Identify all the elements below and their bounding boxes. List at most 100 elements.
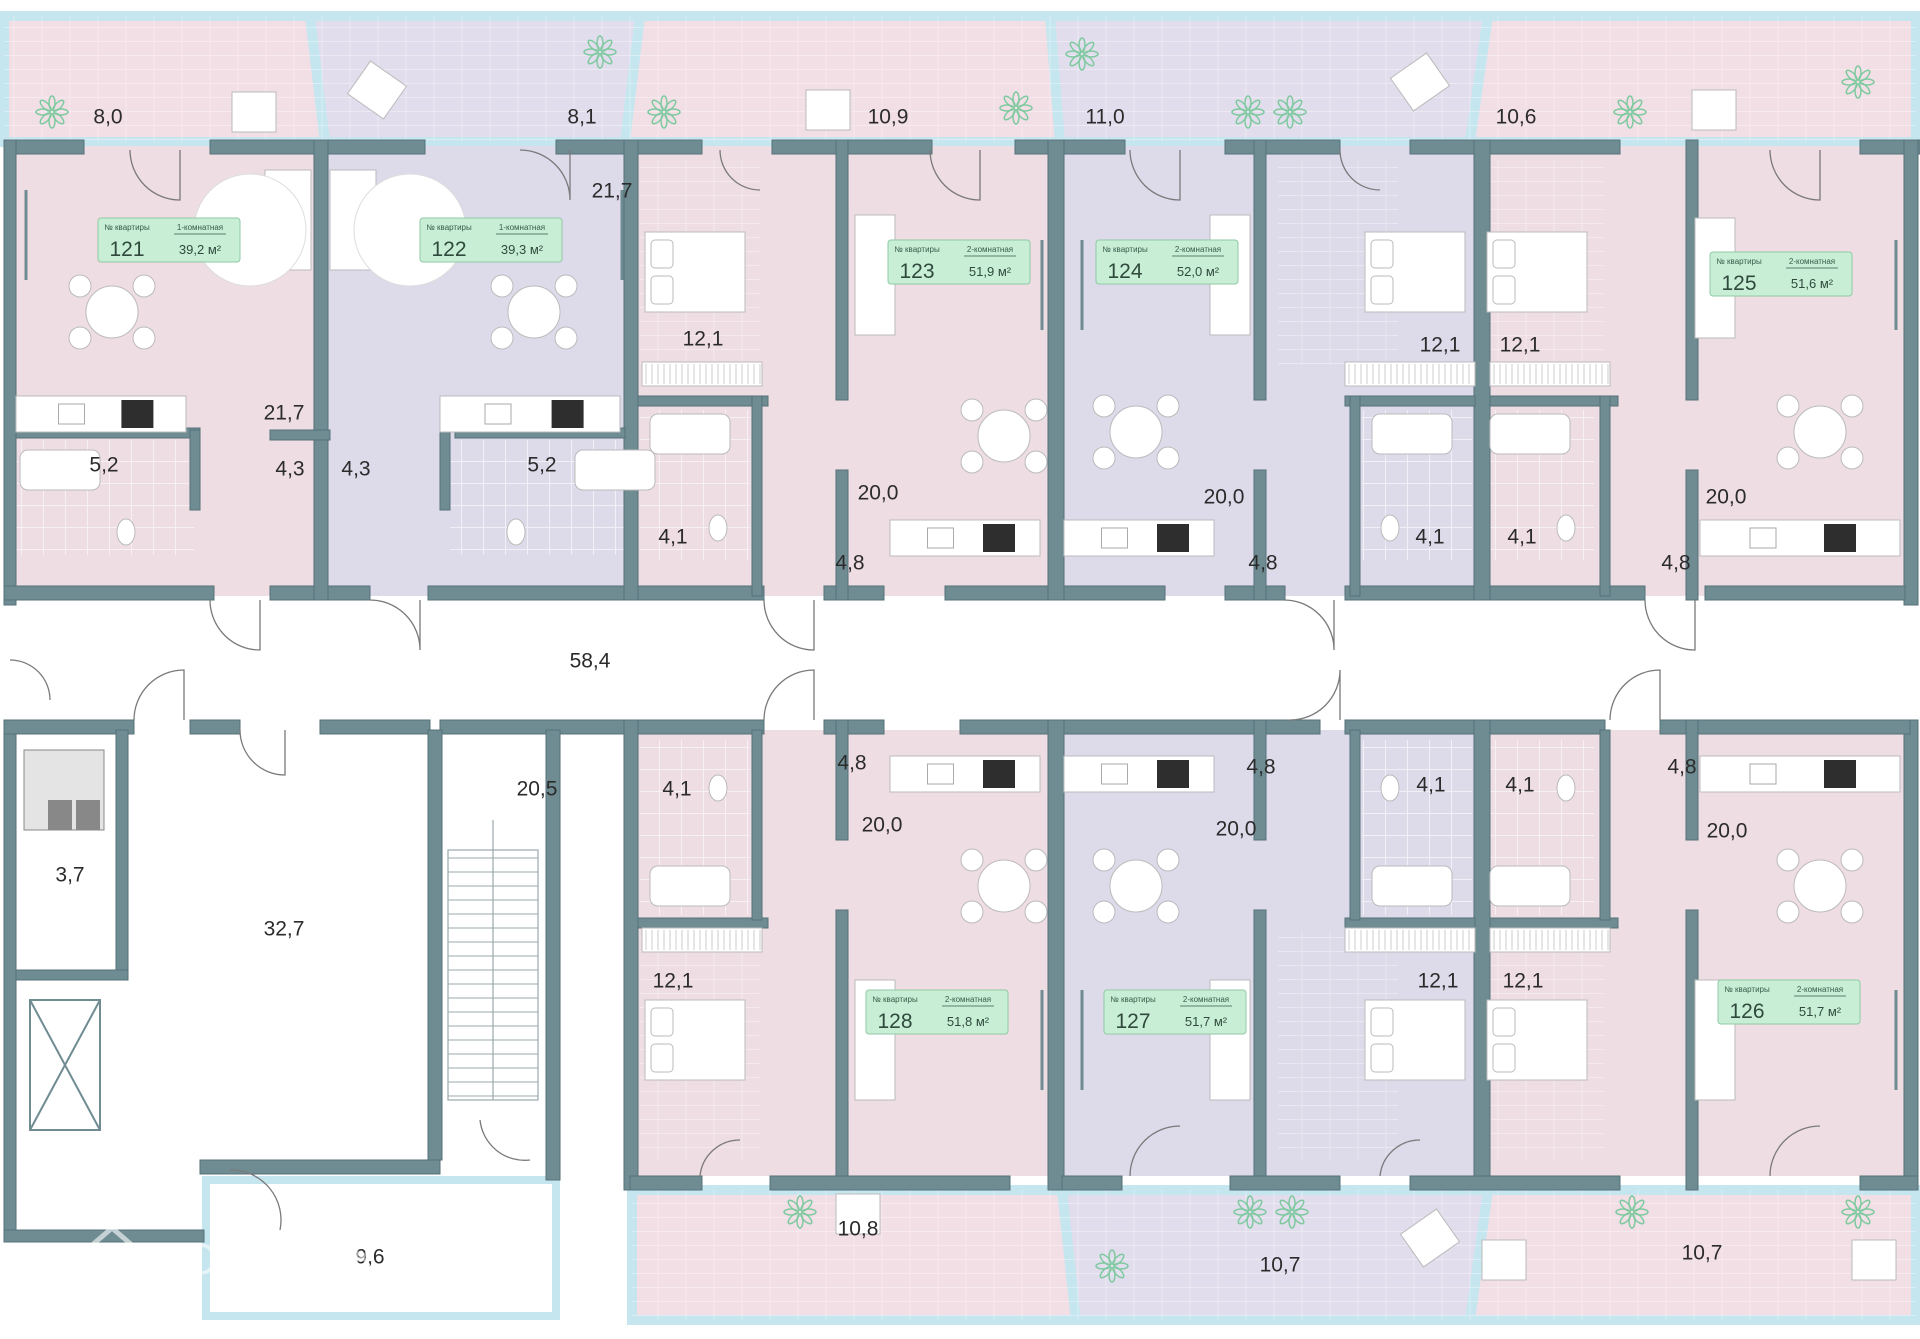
leaf [1617,112,1630,125]
toilet-icon [708,774,728,802]
lounge-chair-icon [1851,1239,1897,1281]
watermark-text: ДОМКЛИК [152,1235,378,1284]
leaf [1078,37,1086,53]
area-122-living: 21,7 [264,402,305,425]
lounge-chair-icon [1389,52,1451,112]
leaf [647,108,663,116]
kitchen-counter [1063,519,1215,557]
dining-table-icon [1092,848,1180,924]
leaf [1288,1195,1296,1211]
chair [1156,446,1180,470]
chair [960,900,984,924]
bathtub-icon [649,865,731,907]
leaf [1854,1195,1862,1211]
area-126-bath: 4,1 [1505,774,1534,797]
leaf [1249,108,1265,116]
chair [1776,446,1800,470]
sink-icon [1749,763,1777,785]
bathtub-icon [1371,413,1453,455]
toilet-icon [708,514,728,542]
card-background [1717,979,1861,1025]
leaf [1112,1266,1125,1279]
area-126-living: 20,0 [1707,820,1748,843]
counter [439,395,621,433]
leaf [796,1213,804,1229]
leaf [1108,1249,1116,1265]
pillow [1492,1007,1516,1037]
seat [1389,52,1451,112]
card-background [865,989,1009,1035]
leaf [665,108,681,116]
leaf [1626,95,1634,111]
leaf [1845,69,1858,82]
chair [1840,848,1864,872]
leaf [1277,99,1290,112]
area-service: 3,7 [55,864,84,887]
leaf [1083,50,1099,58]
bowl [116,518,136,546]
leaf [1854,83,1862,99]
area-stairwell: 20,5 [517,778,558,801]
leaf [1017,104,1033,112]
leaf [1858,69,1871,82]
apartment-card-124[interactable]: № квартиры 124 2-комнатная 52,0 м² [1095,239,1239,285]
sink-icon [1749,527,1777,549]
area-lobby: 32,7 [264,918,305,941]
leaf [1615,1208,1631,1216]
apartment-card-126[interactable]: № квартиры 126 2-комнатная 51,7 м² [1717,979,1861,1025]
card-type: 1-комнатная [499,223,545,232]
card-caption: № квартиры [426,223,472,232]
card-type: 2-комнатная [945,995,991,1004]
apartment-card-123[interactable]: № квартиры 123 2-комнатная 51,9 м² [887,239,1031,285]
leaf [596,35,604,51]
leaf [1099,1266,1112,1279]
apartment-card-121[interactable]: № квартиры 121 1-комнатная 39,2 м² [97,217,241,263]
area-balcony-121: 8,0 [93,106,122,129]
apartment-card-122[interactable]: № квартиры 122 1-комнатная 39,3 м² [419,217,563,263]
leaf [1244,95,1252,111]
area-123-living: 20,0 [858,482,899,505]
chair [1092,848,1116,872]
apartment-card-127[interactable]: № квартиры 127 2-комнатная 51,7 м² [1103,989,1247,1035]
area-124-bedroom: 12,1 [1420,334,1461,357]
card-area: 51,8 м² [947,1014,990,1029]
kitchen-counter [439,395,621,433]
stove-icon [1157,760,1189,788]
dining-table-icon [1776,848,1864,924]
leaf [1290,112,1303,125]
sink-icon [927,527,954,549]
leaf [601,48,617,56]
stove-icon [1157,524,1189,552]
kitchen-counter [889,519,1041,557]
leaf [1016,108,1029,121]
area-labels: 8,0 8,1 10,9 11,0 10,6 21,7 21,7 4,3 4,3… [55,106,1747,1277]
leaf [800,1199,813,1212]
area-122-hall: 4,3 [341,458,370,481]
leaf [1617,99,1630,112]
plant-icon [1095,1249,1129,1283]
stove-icon [1824,524,1856,552]
leaf [587,52,600,65]
leaf [651,99,664,112]
leaf [1619,1199,1632,1212]
card-background [887,239,1031,285]
chair [1840,900,1864,924]
leaf [1632,1212,1645,1225]
area-balcony-123: 10,9 [868,106,909,129]
apartment-cards: № квартиры 121 1-комнатная 39,2 м² № ква… [97,217,1861,1035]
bathtub-icon [649,413,731,455]
chair [1156,900,1180,924]
bed-icon [1486,999,1588,1081]
apartment-card-125[interactable]: № квартиры 125 2-комнатная 51,6 м² [1709,251,1853,297]
area-125-bedroom: 12,1 [1500,334,1541,357]
plant-icon [999,91,1033,125]
toilet-icon [1380,514,1400,542]
plant-icon [783,1195,817,1229]
kitchen-counter [15,395,187,433]
chair [1024,900,1048,924]
plant-icon [1615,1195,1649,1229]
apartment-card-128[interactable]: № квартиры 128 2-комнатная 51,8 м² [865,989,1009,1035]
bed-icon [1364,231,1466,313]
leaf [1244,113,1252,129]
wardrobe-body [641,361,763,387]
